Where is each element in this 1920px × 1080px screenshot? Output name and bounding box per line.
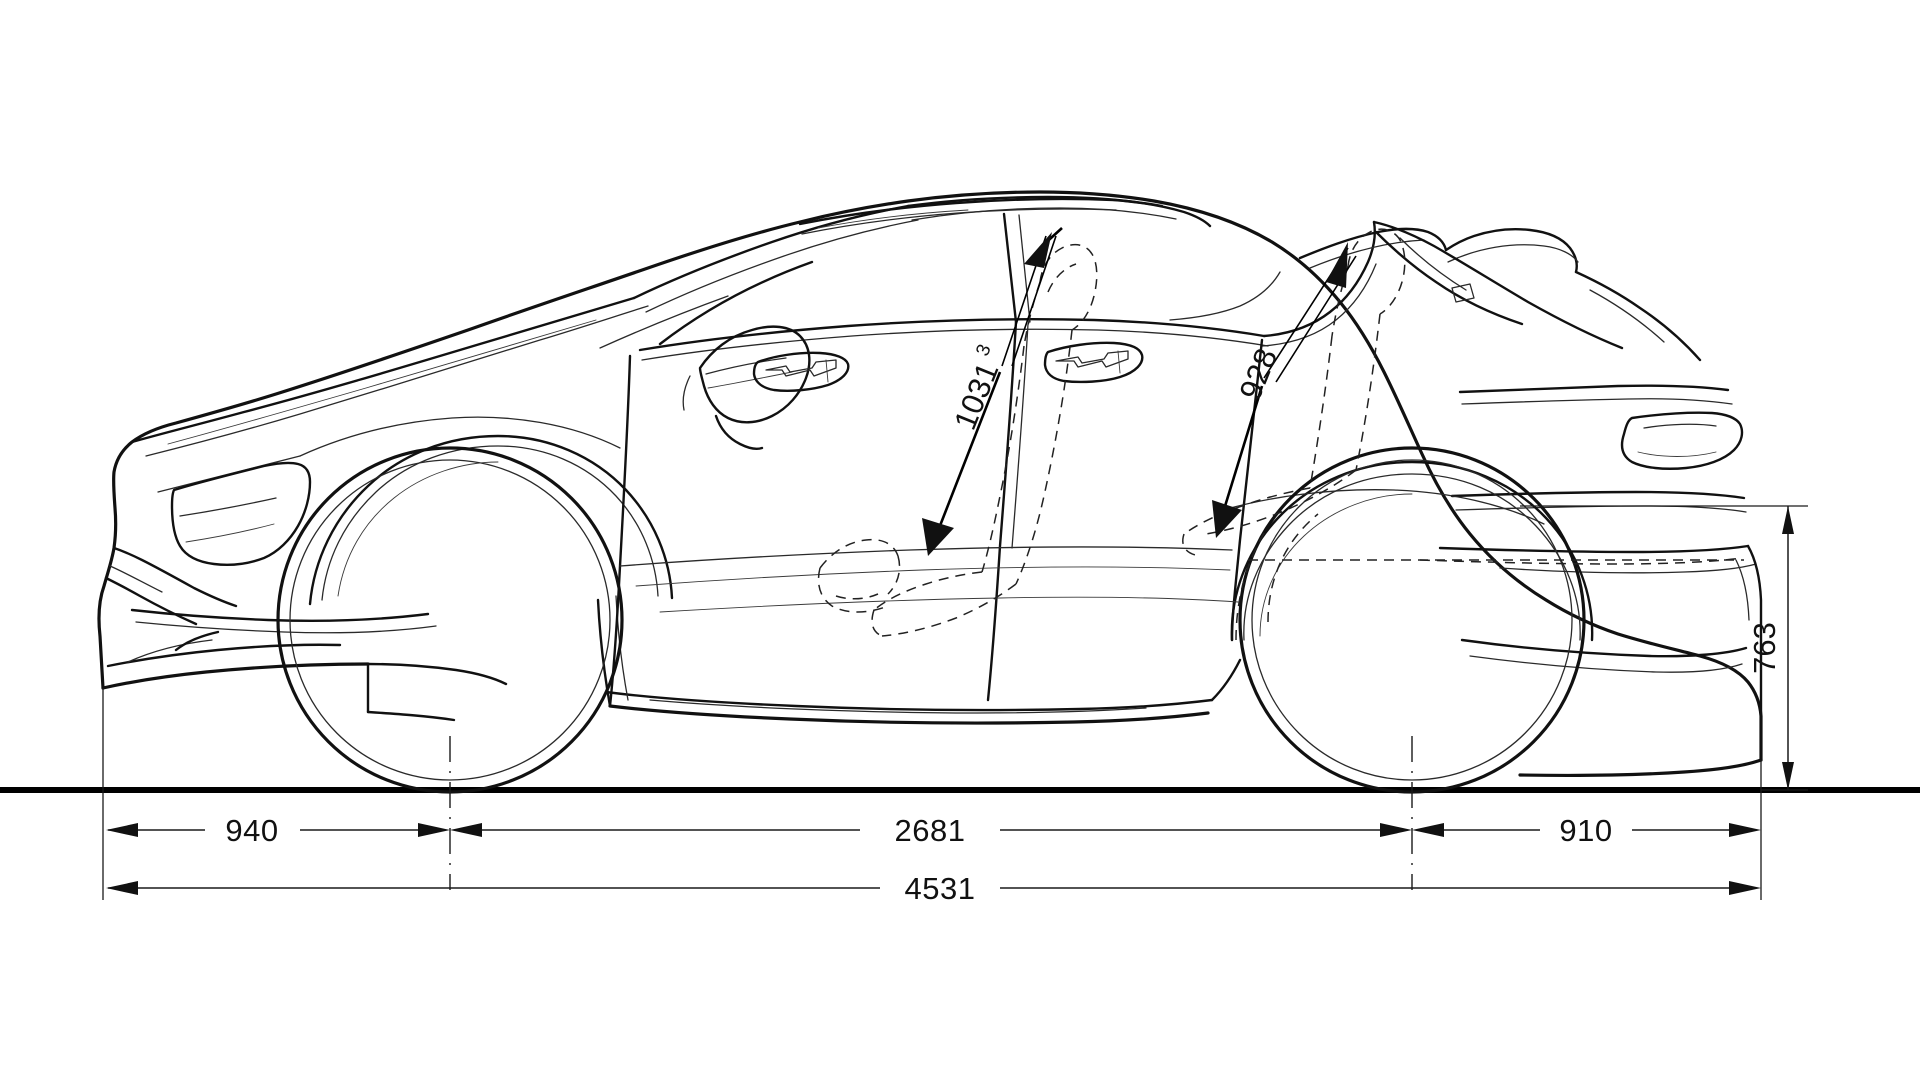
dimension-value-940: 940 [225, 813, 278, 848]
rear-door-handle [1043, 341, 1144, 384]
front-door-handle [752, 351, 850, 392]
dimension-value-910: 910 [1559, 813, 1612, 848]
dimension-value-2681: 2681 [895, 813, 966, 848]
dimension-value-928: 928 [1232, 344, 1284, 405]
vehicle-body-outline [97, 190, 1763, 794]
dimension-overall-length: 4531 [106, 871, 1761, 906]
dimension-value-4531: 4531 [905, 871, 976, 906]
dimension-superscript-1031: 3 [972, 341, 995, 359]
dimension-value-763: 763 [1747, 622, 1782, 674]
dimension-row-primary: 940 2681 910 [102, 688, 1762, 900]
dimension-rear-opening-height: 763 [1520, 505, 1808, 791]
interior-hidden-outlines [817, 228, 1743, 641]
dimension-value-1031: 1031 [947, 358, 1005, 435]
